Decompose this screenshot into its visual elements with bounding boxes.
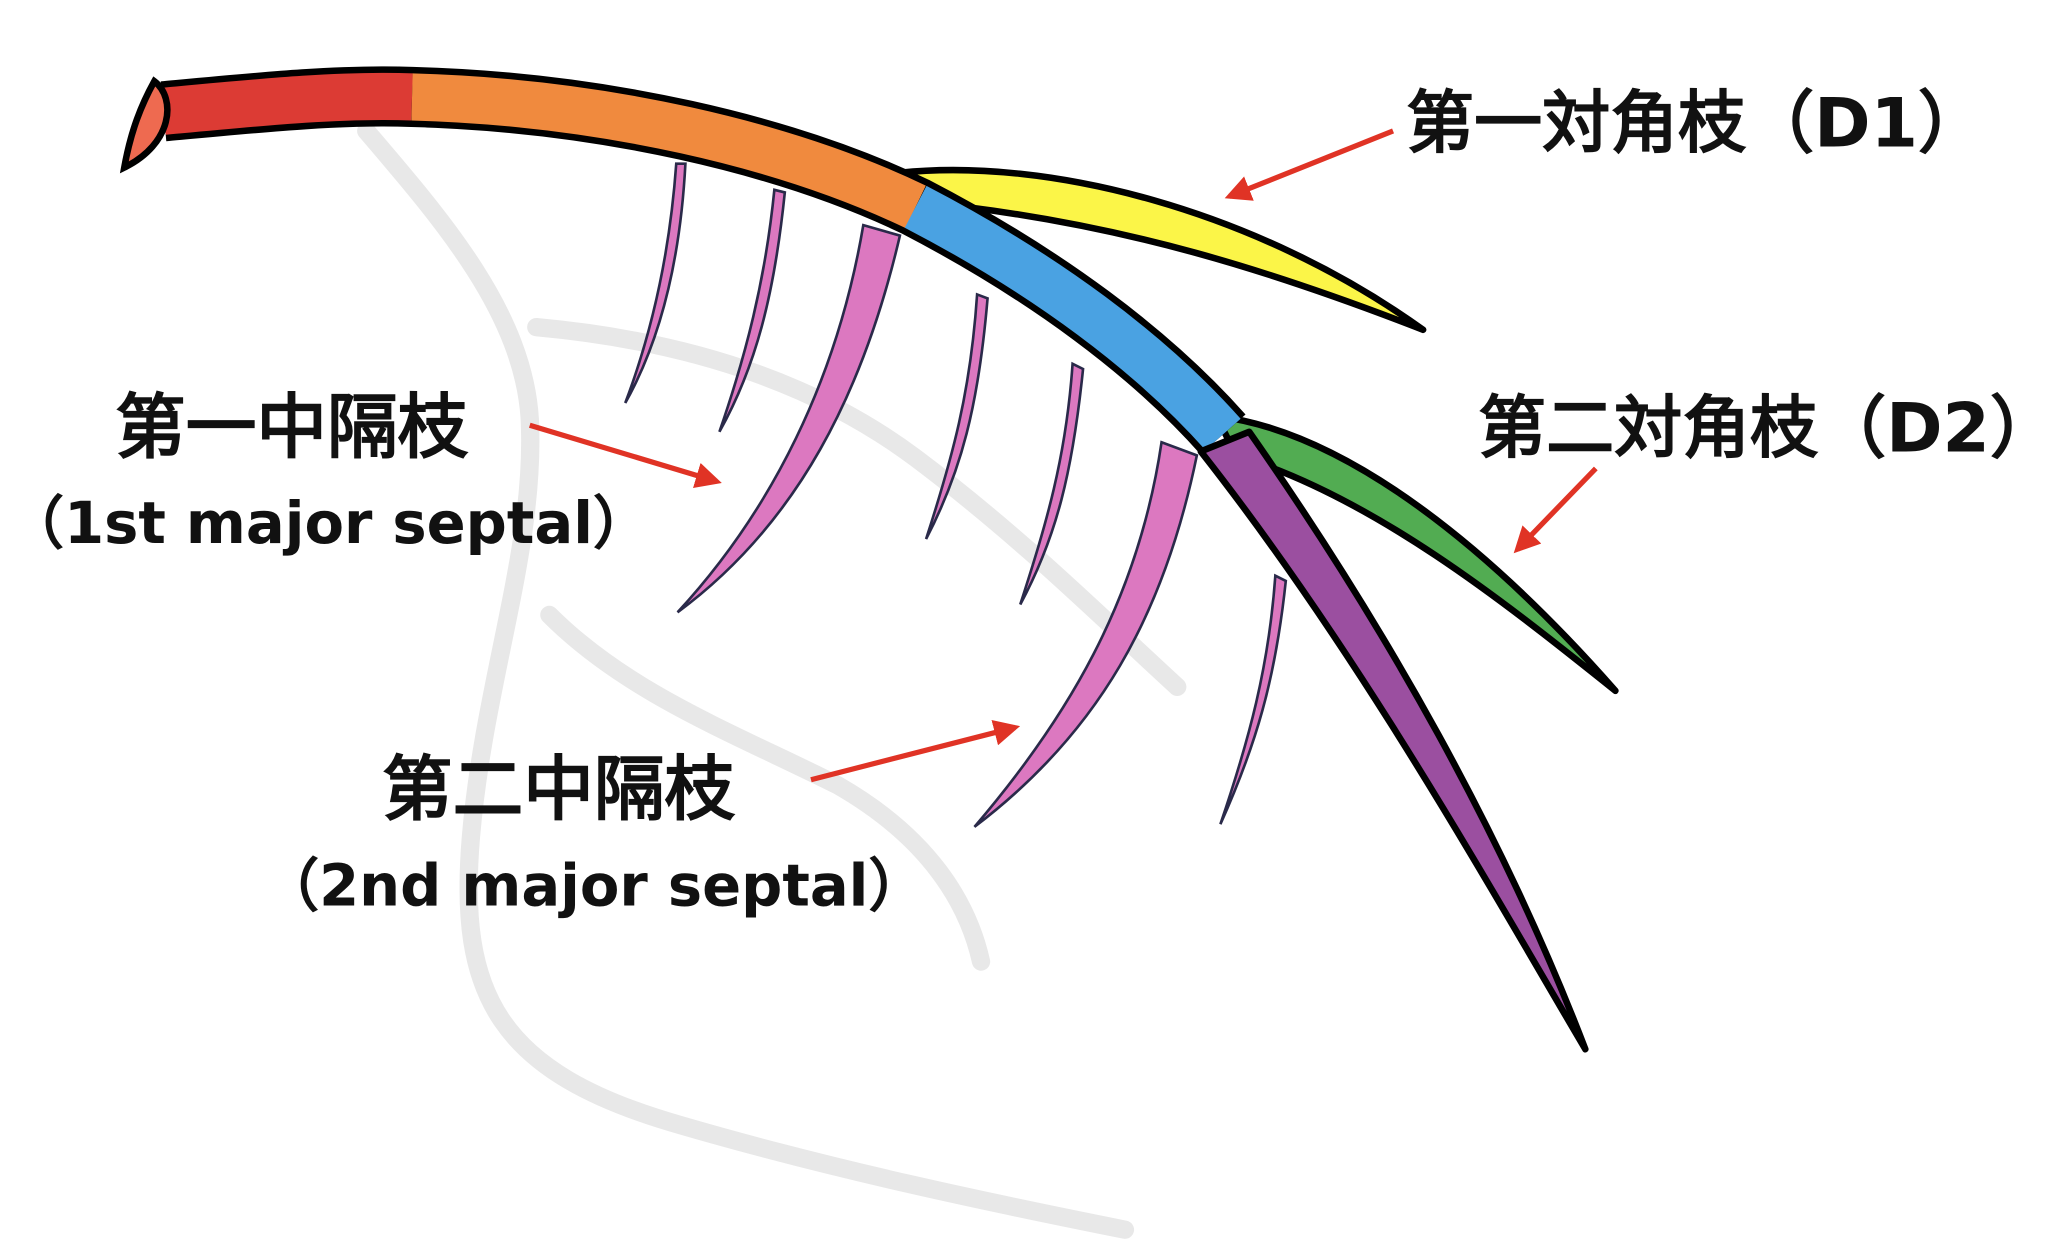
- arrows: [529, 128, 1598, 783]
- label-septal1-jp: 第一中隔枝: [115, 385, 469, 468]
- label-d2: 第二対角枝（D2）: [1478, 389, 2051, 468]
- first-diagonal-branch-d1: [896, 166, 1427, 334]
- arrow-d1: [1224, 128, 1395, 201]
- septal-branch: [718, 188, 787, 433]
- septal-branch-2nd-major: [973, 440, 1199, 828]
- label-septal1-en: （1st major septal）: [7, 490, 651, 557]
- septal-branches: [624, 162, 1288, 828]
- left-main-ostium: [119, 76, 171, 174]
- septal-branch-1st-major: [676, 223, 902, 614]
- label-septal2-jp: 第二中隔枝: [382, 748, 736, 831]
- mid-lad-segment: [904, 185, 1241, 451]
- label-d1: 第一対角枝（D1）: [1406, 85, 1986, 164]
- arrow-d2: [1513, 466, 1598, 554]
- second-diagonal-branch-d2: [1213, 412, 1619, 695]
- septal-branch: [1219, 573, 1288, 825]
- distal-lad-segment: [1197, 428, 1589, 1053]
- septal-branch: [924, 292, 989, 540]
- heart-outline-background: [357, 121, 1187, 1239]
- lad-trunk: [160, 66, 1246, 455]
- left-main-segment: [161, 72, 413, 135]
- proximal-lad-segment: [411, 73, 926, 229]
- arrow-septal1: [529, 422, 722, 488]
- septal-branch: [1019, 361, 1085, 606]
- label-septal2-en: （2nd major septal）: [262, 852, 926, 919]
- arrow-septal2: [810, 719, 1021, 783]
- septal-branch: [624, 162, 687, 404]
